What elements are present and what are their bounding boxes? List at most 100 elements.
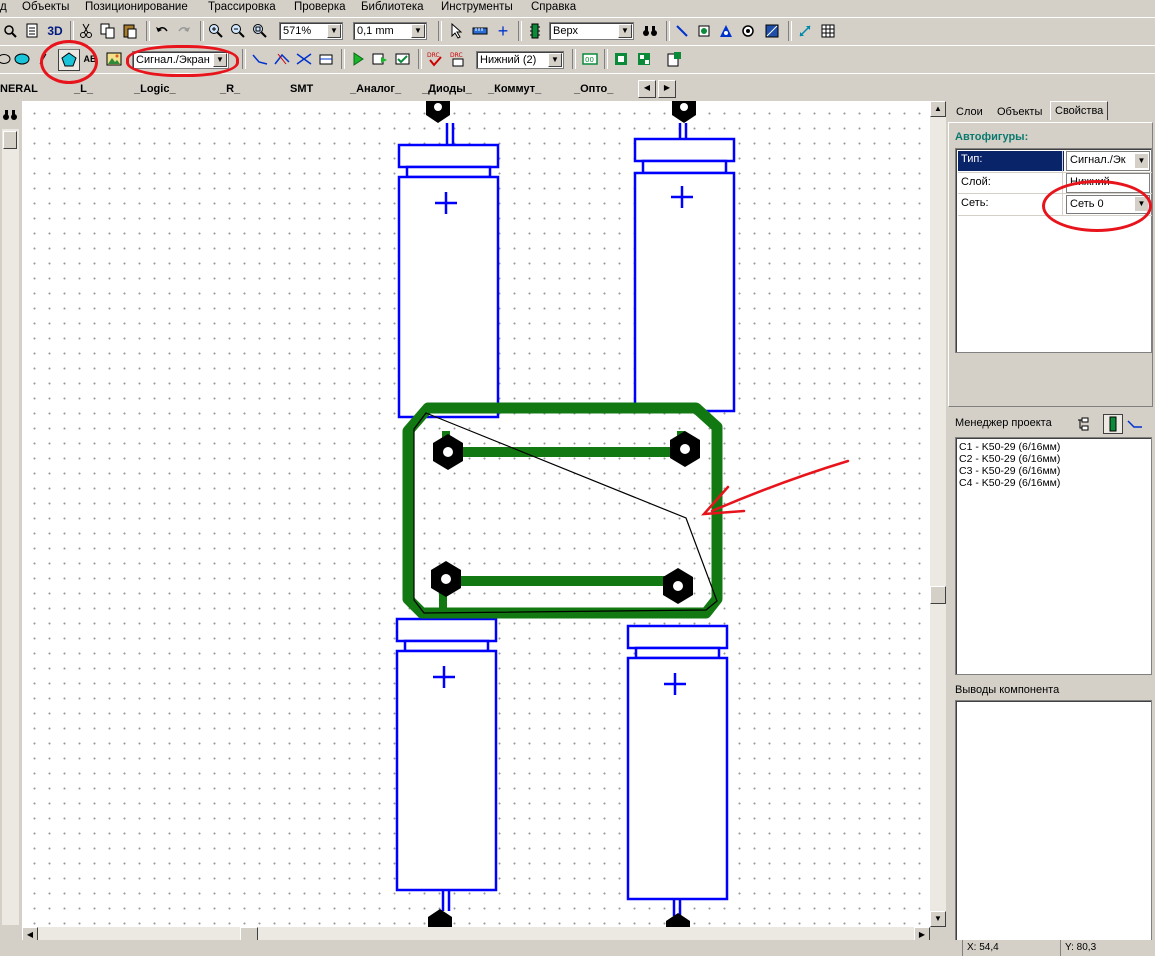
resize-icon[interactable]: [795, 21, 815, 41]
split-icon[interactable]: [294, 49, 314, 69]
ruler-icon[interactable]: [470, 21, 490, 41]
left-scrollbar[interactable]: [2, 129, 19, 925]
check-icon[interactable]: [393, 49, 413, 69]
pad[interactable]: [663, 568, 693, 604]
chevron-down-icon[interactable]: ▼: [1135, 197, 1148, 211]
project-tree[interactable]: C1 - K50-29 (6/16мм) C2 - K50-29 (6/16мм…: [955, 437, 1152, 675]
capacitor-body[interactable]: [397, 123, 500, 419]
menu-item-check[interactable]: Проверка: [294, 1, 346, 13]
layer-icon[interactable]: [525, 21, 545, 41]
crosshair-icon[interactable]: +: [497, 21, 509, 41]
tree-icon[interactable]: [1073, 414, 1093, 434]
drc-report-icon[interactable]: DRC: [448, 49, 468, 69]
chevron-down-icon[interactable]: ▼: [213, 53, 227, 67]
autoshape-type-select[interactable]: Сигнал./Экран ▼: [132, 51, 229, 69]
undo-icon[interactable]: [152, 21, 172, 41]
left-scroll-thumb[interactable]: [3, 131, 17, 149]
library-tab-analog[interactable]: _Аналог_: [350, 83, 402, 95]
tab-layers[interactable]: Слои: [956, 106, 983, 118]
library-tab-switches[interactable]: _Коммут_: [488, 83, 542, 95]
chevron-down-icon[interactable]: ▼: [618, 24, 632, 38]
property-value[interactable]: Сигнал./Эк: [1066, 151, 1150, 171]
chevron-down-icon[interactable]: ▼: [411, 24, 425, 38]
canvas-horizontal-scrollbar[interactable]: ◀ ▶: [22, 927, 930, 943]
zoom-icon[interactable]: [0, 21, 20, 41]
polygon-icon[interactable]: [58, 49, 80, 71]
scroll-down-button[interactable]: ▼: [930, 911, 946, 927]
chevron-down-icon[interactable]: ▼: [327, 24, 341, 38]
drc-icon[interactable]: DRC: [425, 49, 445, 69]
zoom-in-icon[interactable]: [206, 21, 226, 41]
paste-icon[interactable]: [120, 21, 140, 41]
property-row-type[interactable]: Тип: Сигнал./Эк ▼: [958, 151, 1152, 172]
pad[interactable]: [433, 434, 463, 470]
wire-icon[interactable]: [250, 49, 270, 69]
zoom-out-icon[interactable]: [228, 21, 248, 41]
net-icon[interactable]: [1125, 414, 1145, 434]
board-icon[interactable]: 00: [580, 49, 600, 69]
library-tab-opto[interactable]: _Опто_: [574, 83, 614, 95]
autoplace-icon[interactable]: [634, 49, 654, 69]
run-icon[interactable]: [348, 49, 368, 69]
step-icon[interactable]: [370, 49, 390, 69]
list-item[interactable]: C4 - K50-29 (6/16мм): [959, 477, 1061, 489]
zoom-level-select[interactable]: 571% ▼: [279, 22, 343, 40]
property-row-net[interactable]: Сеть: Сеть 0 ▼: [958, 193, 1152, 216]
grid-step-select[interactable]: 0,1 mm ▼: [353, 22, 427, 40]
binoculars-icon[interactable]: [640, 21, 660, 41]
pad[interactable]: [666, 913, 690, 927]
canvas-vertical-scrollbar[interactable]: ▲ ▼: [930, 101, 946, 927]
library-tab-smt[interactable]: SMT: [290, 83, 314, 95]
hole-icon[interactable]: [738, 21, 758, 41]
menu-item-tools[interactable]: Инструменты: [441, 1, 513, 13]
zoom-fit-icon[interactable]: [250, 21, 270, 41]
library-tab-l[interactable]: _L_: [74, 83, 93, 95]
line-icon[interactable]: [33, 49, 53, 69]
tab-objects[interactable]: Объекты: [997, 106, 1043, 118]
component-icon[interactable]: [316, 49, 336, 69]
pad[interactable]: [431, 561, 461, 597]
tabs-scroll-left-button[interactable]: ◀: [638, 80, 656, 98]
menu-item-objects[interactable]: Объекты: [22, 1, 70, 13]
menu-item-help[interactable]: Справка: [531, 1, 577, 13]
capacitor-body[interactable]: [395, 617, 498, 911]
list-item[interactable]: C1 - K50-29 (6/16мм): [959, 441, 1061, 453]
vertical-scroll-thumb[interactable]: [930, 586, 946, 604]
ellipse-outline-icon[interactable]: [0, 49, 14, 69]
copy-icon[interactable]: [98, 21, 118, 41]
pad-icon[interactable]: [716, 21, 736, 41]
track-icon[interactable]: [672, 21, 692, 41]
grid-icon[interactable]: [818, 21, 838, 41]
property-row-layer[interactable]: Слой: Нижний: [958, 172, 1152, 194]
menu-item-routing[interactable]: Трассировка: [208, 1, 276, 13]
pad[interactable]: [426, 101, 450, 123]
menu-item-library[interactable]: Библиотека: [361, 1, 424, 13]
menu-item-file[interactable]: д: [0, 1, 7, 13]
tab-properties[interactable]: Свойства: [1050, 101, 1109, 120]
view-3d-button[interactable]: 3D: [47, 24, 63, 38]
tabs-scroll-right-button[interactable]: ▶: [658, 80, 676, 98]
capacitor-body[interactable]: [626, 624, 729, 916]
copper-polygon-outline[interactable]: [402, 402, 723, 619]
library-tab-general[interactable]: NERAL: [0, 83, 38, 95]
list-item[interactable]: C2 - K50-29 (6/16мм): [959, 453, 1061, 465]
pcb-canvas[interactable]: [22, 101, 930, 927]
cut-icon[interactable]: [76, 21, 96, 41]
route-icon[interactable]: [272, 49, 292, 69]
list-item[interactable]: C3 - K50-29 (6/16мм): [959, 465, 1061, 477]
chevron-down-icon[interactable]: ▼: [1135, 154, 1148, 168]
autoroute-icon[interactable]: [611, 49, 631, 69]
binoculars-icon[interactable]: [0, 105, 20, 125]
library-tab-diodes[interactable]: _Диоды_: [422, 83, 472, 95]
via-icon[interactable]: [694, 21, 714, 41]
autoshape-outline[interactable]: [413, 412, 718, 614]
fill-icon[interactable]: [762, 21, 782, 41]
capacitor-body[interactable]: [633, 123, 736, 413]
text-tool-button[interactable]: AB: [83, 53, 97, 64]
property-value[interactable]: Нижний: [1066, 173, 1150, 193]
chip-icon[interactable]: [1103, 414, 1123, 434]
document-icon[interactable]: [22, 21, 42, 41]
pad[interactable]: [672, 101, 696, 123]
chevron-down-icon[interactable]: ▼: [548, 53, 562, 67]
report-icon[interactable]: [664, 49, 684, 69]
